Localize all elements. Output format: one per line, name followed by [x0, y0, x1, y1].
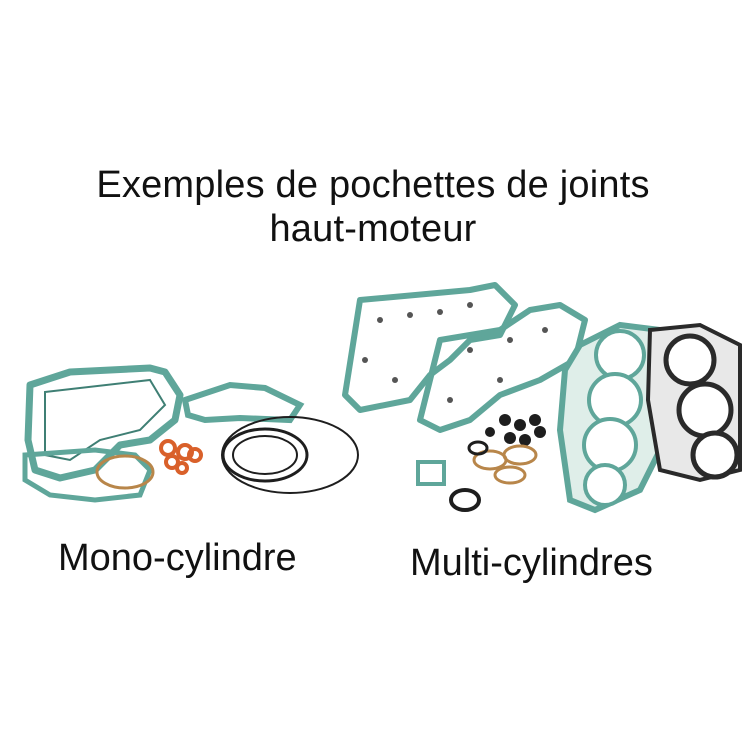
mono-cylindre-label: Mono-cylindre [58, 537, 297, 579]
exhaust-gasket [181, 381, 305, 424]
head-gasket-green [556, 321, 679, 514]
multi-cylindres-label: Multi-cylindres [410, 542, 653, 584]
multi-cylinder-gasket-set [342, 282, 742, 514]
head-o-rings [221, 416, 359, 494]
lower-gasket [22, 447, 153, 503]
copper-ring [95, 454, 155, 490]
small-o-rings [449, 440, 538, 512]
title-line-2: haut-moteur [269, 208, 477, 250]
head-gasket-dark [645, 322, 742, 483]
valve-cover-gasket-2 [417, 302, 588, 433]
valve-cover-gasket-1 [342, 282, 518, 413]
orange-o-rings [159, 439, 203, 475]
valve-stem-seals [485, 414, 546, 446]
title-line-1: Exemples de pochettes de joints [96, 164, 650, 206]
cylinder-base-gasket [24, 364, 184, 482]
mono-cylinder-gasket-set [22, 364, 359, 503]
small-gasket [416, 460, 446, 486]
bolt-holes [362, 302, 548, 403]
